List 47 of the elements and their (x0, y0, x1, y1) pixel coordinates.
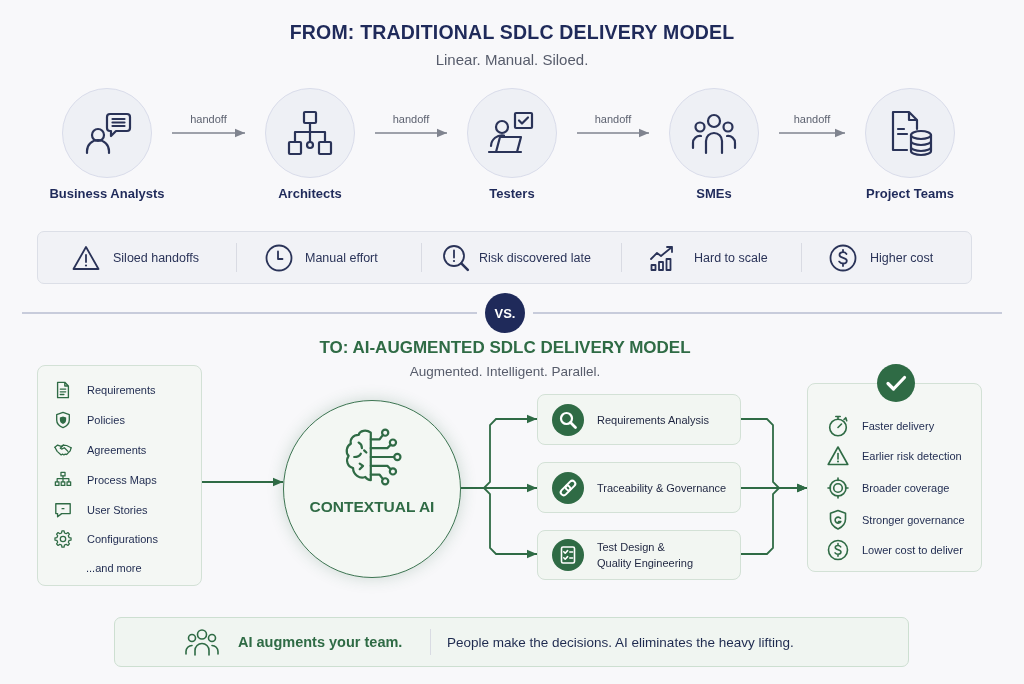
subtitle: Linear. Manual. Siloed. (435, 51, 589, 68)
arrow (576, 128, 650, 138)
banner-text: People make the decisions. AI eliminates the heavy lifting. (447, 634, 794, 650)
role-label: Architects (278, 186, 342, 201)
issue-label: Siloed handoffs (113, 250, 199, 265)
source-item: Agreements (87, 444, 147, 456)
source-item: Requirements (87, 384, 156, 396)
arrow (460, 487, 538, 559)
diagram-title: FROM: TRADITIONAL SDLC DELIVERY MODEL (289, 21, 735, 44)
benefit-item: Broader coverage (862, 482, 950, 494)
capability-label: Requirements Analysis (597, 412, 710, 428)
versus-marker: VS. (485, 293, 525, 333)
issue-label: Higher cost (870, 250, 934, 265)
arrow (778, 128, 846, 138)
benefit-item: Stronger governance (862, 514, 965, 526)
source-item: Configurations (87, 533, 158, 545)
banner-heading: AI augments your team. (238, 634, 403, 650)
benefit-item: Earlier risk detection (862, 450, 962, 462)
benefit-item: Faster delivery (862, 420, 935, 432)
sources-panel (37, 365, 202, 586)
capability-label: Traceability & Governance (597, 480, 728, 496)
capability-card (537, 462, 741, 513)
arrow (740, 483, 808, 555)
role-label: Business Analysts (49, 186, 165, 201)
source-item: ...and more (86, 562, 142, 574)
source-item: Process Maps (87, 474, 157, 486)
arrow (374, 128, 448, 138)
arrow (171, 128, 246, 138)
issues-panel (37, 231, 972, 284)
source-item: User Stories (87, 504, 148, 516)
subtitle: Augmented. Intelligent. Parallel. (409, 364, 601, 379)
section-heading: TO: AI-AUGMENTED SDLC DELIVERY MODEL (319, 338, 691, 358)
arrow (201, 477, 284, 487)
role-label: Testers (489, 186, 535, 201)
benefit-item: Lower cost to deliver (862, 544, 963, 556)
capability-label: Test Design & Quality Engineering (597, 540, 694, 571)
issue-label: Hard to scale (694, 250, 768, 265)
benefits-panel (807, 383, 982, 572)
role-label: Project Teams (866, 186, 954, 201)
summary-banner (114, 617, 909, 667)
capability-card (537, 530, 741, 580)
capability-card (537, 394, 741, 445)
role-label: SMEs (696, 186, 732, 201)
core-label: CONTEXTUAL AI (309, 498, 435, 516)
source-item: Policies (87, 414, 125, 426)
issue-label: Manual effort (305, 250, 378, 265)
issue-label: Risk discovered late (479, 250, 591, 265)
